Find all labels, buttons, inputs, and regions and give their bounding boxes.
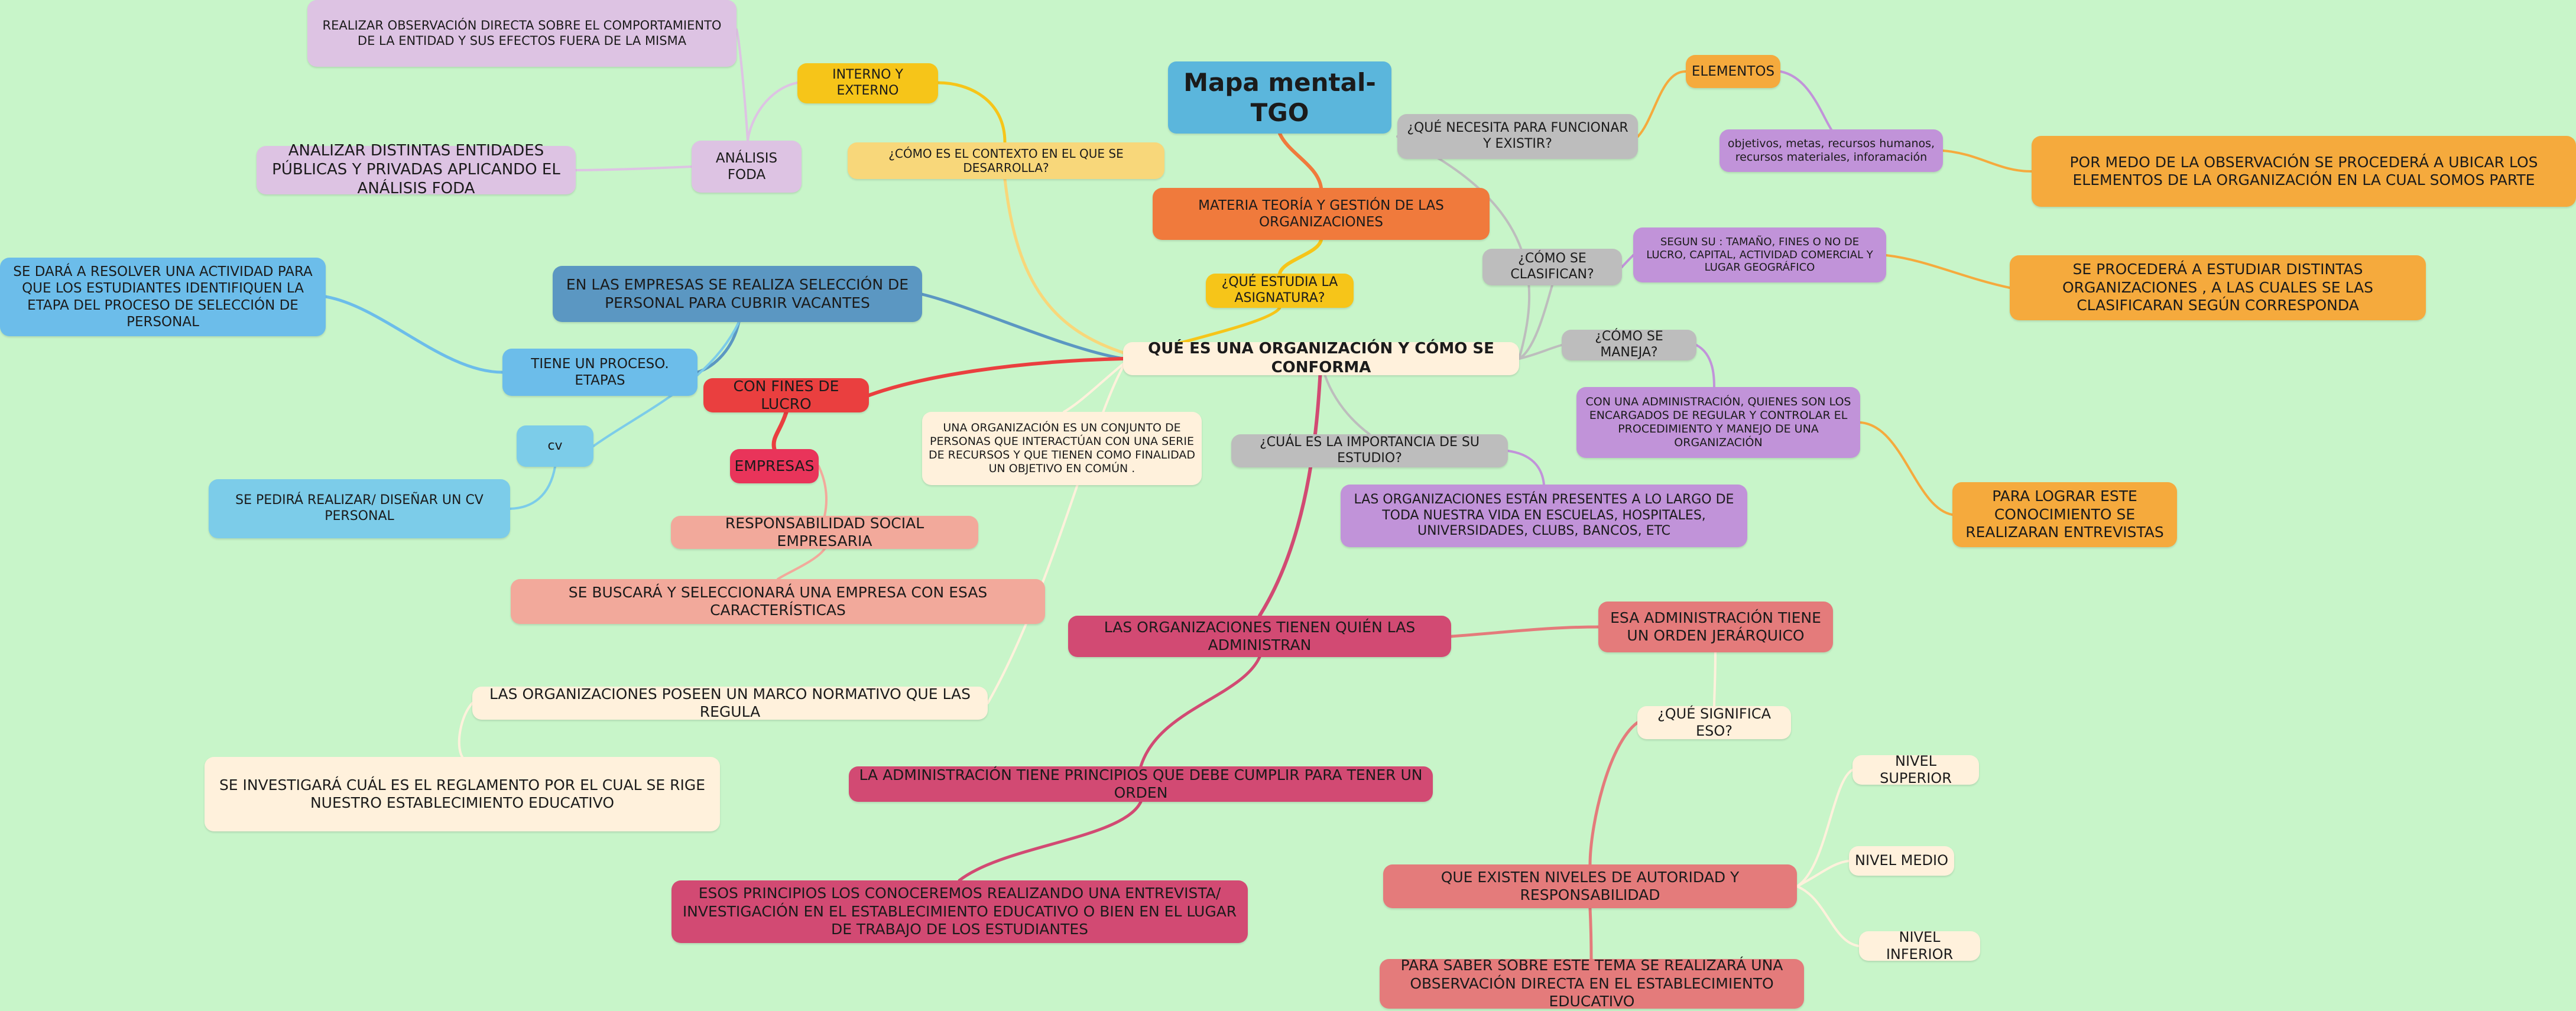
connector-line bbox=[1713, 651, 1717, 707]
connector-line bbox=[1695, 344, 1715, 388]
connector-line bbox=[509, 466, 556, 510]
principios-conocer-node[interactable]: ESOS PRINCIPIOS LOS CONOCEREMOS REALIZAN… bbox=[671, 880, 1248, 943]
connector-line bbox=[1796, 769, 1854, 888]
analizar-entidades-node[interactable]: ANALIZAR DISTINTAS ENTIDADES PÚBLICAS Y … bbox=[257, 142, 576, 197]
importancia-node[interactable]: ¿CUÁL ES LA IMPORTANCIA DE SU ESTUDIO? bbox=[1231, 434, 1508, 467]
orden-jerarquico-node[interactable]: ESA ADMINISTRACIÓN TIENE UN ORDEN JERÁRQ… bbox=[1598, 602, 1833, 652]
connector-line bbox=[1621, 254, 1634, 268]
connector-line bbox=[735, 28, 749, 142]
connector-line bbox=[1518, 344, 1563, 360]
fines-lucro-node[interactable]: CON FINES DE LUCRO bbox=[703, 378, 869, 412]
connector-line bbox=[1796, 885, 1860, 947]
definicion-node[interactable]: UNA ORGANIZACIÓN ES UN CONJUNTO DE PERSO… bbox=[922, 412, 1202, 485]
connector-line bbox=[747, 82, 799, 142]
empresas-node[interactable]: EMPRESAS bbox=[730, 449, 819, 483]
como-clasifican-node[interactable]: ¿CÓMO SE CLASIFICAN? bbox=[1482, 249, 1622, 285]
connector-line bbox=[575, 165, 693, 171]
quien-administran-node[interactable]: LAS ORGANIZACIONES TIENEN QUIÉN LAS ADMI… bbox=[1068, 616, 1451, 657]
connector-line bbox=[324, 295, 504, 374]
presentes-node[interactable]: LAS ORGANIZACIONES ESTÁN PRESENTES A LO … bbox=[1341, 485, 1747, 547]
connector-line bbox=[1518, 284, 1553, 360]
principios-node[interactable]: LA ADMINISTRACIÓN TIENE PRINCIPIOS QUE D… bbox=[849, 766, 1433, 802]
entrevistas-node[interactable]: PARA LOGRAR ESTE CONOCIMIENTO SE REALIZA… bbox=[1952, 482, 2177, 547]
nivel-medio-node[interactable]: NIVEL MEDIO bbox=[1849, 846, 1954, 876]
central-topic-node[interactable]: QUÉ ES UNA ORGANIZACIÓN Y CÓMO SE CONFOR… bbox=[1123, 340, 1519, 376]
administracion-node[interactable]: CON UNA ADMINISTRACIÓN, QUIENES SON LOS … bbox=[1576, 387, 1860, 458]
connector-line bbox=[958, 800, 1143, 882]
connector-line bbox=[920, 292, 1125, 360]
materia-node[interactable]: MATERIA TEORÍA Y GESTIÓN DE LAS ORGANIZA… bbox=[1153, 188, 1490, 240]
connector-line bbox=[1396, 135, 1531, 360]
interno-externo-node[interactable]: INTERNO Y EXTERNO bbox=[797, 63, 938, 103]
connector-line bbox=[1885, 254, 2011, 289]
root-node-title[interactable]: Mapa mental-TGO bbox=[1168, 61, 1391, 134]
connector-line bbox=[458, 702, 473, 758]
connector-line bbox=[1859, 421, 1954, 516]
connector-line bbox=[1063, 360, 1127, 413]
connector-line bbox=[1588, 721, 1639, 866]
niveles-node[interactable]: QUE EXISTEN NIVELES DE AUTORIDAD Y RESPO… bbox=[1383, 864, 1797, 908]
como-maneja-node[interactable]: ¿CÓMO SE MANEJA? bbox=[1562, 329, 1696, 360]
responsabilidad-social-node[interactable]: RESPONSABILIDAD SOCIAL EMPRESARIA bbox=[671, 515, 978, 550]
que-estudia-node[interactable]: ¿QUÉ ESTUDIA LA ASIGNATURA? bbox=[1206, 274, 1354, 308]
analisis-foda-node[interactable]: ANÁLISIS FODA bbox=[692, 141, 802, 193]
connector-line bbox=[1003, 177, 1131, 356]
que-significa-node[interactable]: ¿QUÉ SIGNIFICA ESO? bbox=[1637, 706, 1791, 739]
proceso-etapas-node[interactable]: TIENE UN PROCESO. ETAPAS bbox=[502, 349, 697, 396]
observacion-elementos-node[interactable]: POR MEDO DE LA OBSERVACIÓN SE PROCEDERÁ … bbox=[2032, 136, 2576, 207]
connector-line bbox=[771, 410, 789, 451]
investigar-reglamento-node[interactable]: SE INVESTIGARÁ CUÁL ES EL REGLAMENTO POR… bbox=[205, 757, 720, 831]
connector-line bbox=[1139, 655, 1261, 768]
connector-line bbox=[1507, 450, 1545, 486]
marco-normativo-node[interactable]: LAS ORGANIZACIONES POSEEN UN MARCO NORMA… bbox=[472, 685, 988, 720]
connector-line bbox=[817, 465, 828, 517]
elementos-node[interactable]: ELEMENTOS bbox=[1686, 55, 1780, 88]
buscar-empresa-node[interactable]: SE BUSCARÁ Y SELECCIONARÁ UNA EMPRESA CO… bbox=[511, 579, 1045, 624]
estudiar-organizaciones-node[interactable]: SE PROCEDERÁ A ESTUDIAR DISTINTAS ORGANI… bbox=[2010, 255, 2426, 320]
connector-line bbox=[1942, 149, 2033, 173]
connector-line bbox=[867, 357, 1125, 397]
segun-tamano-node[interactable]: SEGUN SU : TAMAÑO, FINES O NO DE LUCRO, … bbox=[1633, 227, 1886, 282]
seleccion-personal-node[interactable]: EN LAS EMPRESAS SE REALIZA SELECCIÓN DE … bbox=[553, 266, 922, 322]
nivel-inferior-node[interactable]: NIVEL INFERIOR bbox=[1859, 929, 1980, 963]
connector-line bbox=[1258, 356, 1323, 617]
connector-line bbox=[987, 360, 1127, 704]
connector-line bbox=[777, 548, 826, 580]
connector-line bbox=[696, 320, 741, 374]
observacion-niveles-node[interactable]: PARA SABER SOBRE ESTE TEMA SE REALIZARÁ … bbox=[1380, 957, 1804, 1010]
resolver-actividad-node[interactable]: SE DARÁ A RESOLVER UNA ACTIVIDAD PARA QU… bbox=[0, 258, 326, 336]
connector-line bbox=[1588, 906, 1593, 961]
cv-node[interactable]: cv bbox=[517, 425, 593, 467]
connector-line bbox=[1278, 132, 1323, 190]
connector-line bbox=[1278, 238, 1323, 275]
connector-line bbox=[1779, 70, 1832, 131]
connector-line bbox=[1449, 625, 1600, 638]
contexto-node[interactable]: ¿CÓMO ES EL CONTEXTO EN EL QUE SE DESARR… bbox=[848, 142, 1164, 179]
connector-line bbox=[1637, 70, 1687, 138]
objetivos-node[interactable]: objetivos, metas, recursos humanos, recu… bbox=[1720, 129, 1943, 172]
connector-line bbox=[936, 81, 1007, 144]
observacion-directa-node[interactable]: REALIZAR OBSERVACIÓN DIRECTA SOBRE EL CO… bbox=[307, 0, 737, 67]
nivel-superior-node[interactable]: NIVEL SUPERIOR bbox=[1852, 753, 1979, 786]
necesita-funcionar-node[interactable]: ¿QUÉ NECESITA PARA FUNCIONAR Y EXISTIR? bbox=[1397, 114, 1638, 159]
connector-line bbox=[1796, 860, 1850, 888]
realizar-cv-node[interactable]: SE PEDIRÁ REALIZAR/ DISEÑAR UN CV PERSON… bbox=[209, 479, 510, 538]
